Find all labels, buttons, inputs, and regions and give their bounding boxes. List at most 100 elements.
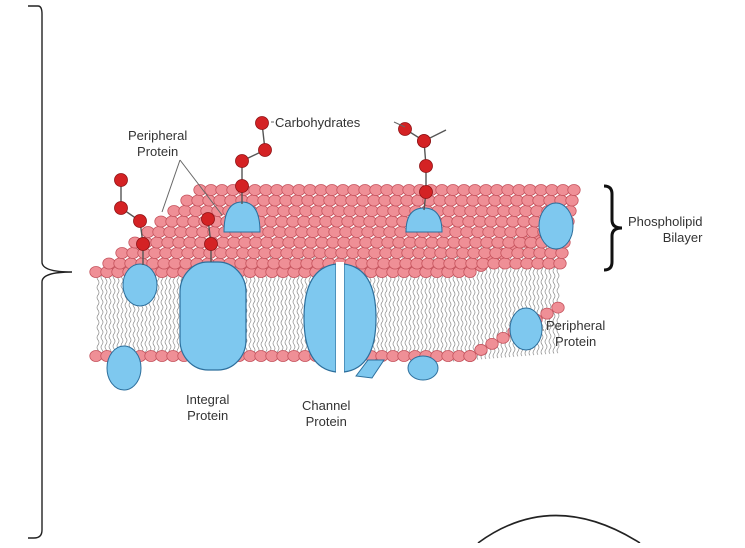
lipid-head bbox=[214, 195, 226, 206]
lipid-head bbox=[480, 185, 492, 196]
lipid-head bbox=[184, 237, 196, 248]
lipid-head bbox=[443, 206, 455, 217]
lipid-head bbox=[369, 248, 381, 259]
lipid-head bbox=[378, 258, 390, 269]
lipid-head bbox=[261, 237, 273, 248]
lipid-head bbox=[518, 216, 530, 227]
lipid-head bbox=[458, 185, 470, 196]
lipid-head bbox=[287, 216, 299, 227]
lipid-head bbox=[282, 185, 294, 196]
lipid-head bbox=[263, 227, 275, 238]
lipid-head bbox=[521, 258, 533, 269]
lipid-head bbox=[516, 227, 528, 238]
lipid-head bbox=[525, 237, 537, 248]
lipid-head bbox=[390, 195, 402, 206]
lipid-head bbox=[434, 195, 446, 206]
lipid-head bbox=[477, 258, 489, 269]
lipid-head bbox=[272, 237, 284, 248]
lipid-head bbox=[300, 206, 312, 217]
lipid-head bbox=[411, 258, 423, 269]
lipid-head bbox=[336, 248, 348, 259]
lipid-head bbox=[340, 227, 352, 238]
lipid-head bbox=[265, 216, 277, 227]
lipid-head bbox=[448, 237, 460, 248]
lipid-head bbox=[205, 185, 217, 196]
lipid-head bbox=[464, 351, 476, 362]
lipid-head bbox=[239, 237, 251, 248]
lipid-head bbox=[322, 206, 334, 217]
lipid-head bbox=[523, 248, 535, 259]
lipid-head bbox=[467, 195, 479, 206]
peripheral-protein-top-line1: Peripheral bbox=[128, 128, 187, 144]
lipid-head bbox=[568, 185, 580, 196]
lipid-head bbox=[389, 258, 401, 269]
lipid-head bbox=[371, 237, 383, 248]
lipid-head bbox=[197, 227, 209, 238]
lipid-head bbox=[380, 248, 392, 259]
lipid-head bbox=[177, 216, 189, 227]
lipid-head bbox=[444, 258, 456, 269]
lipid-head bbox=[402, 248, 414, 259]
lipid-head bbox=[466, 258, 478, 269]
lipid-head bbox=[454, 206, 466, 217]
lipid-head bbox=[337, 185, 349, 196]
lipid-head bbox=[326, 185, 338, 196]
lipid-head bbox=[168, 206, 180, 217]
lipid-head bbox=[269, 195, 281, 206]
right-edge-protein bbox=[539, 203, 573, 249]
lipid-head bbox=[257, 258, 269, 269]
phospholipid-bilayer-label: Phospholipid Bilayer bbox=[628, 214, 702, 246]
lipid-head bbox=[327, 237, 339, 248]
lipid-head bbox=[382, 237, 394, 248]
lipid-head bbox=[527, 227, 539, 238]
lipid-head bbox=[360, 237, 372, 248]
peripheral-protein-right bbox=[510, 308, 542, 350]
lipid-head bbox=[151, 237, 163, 248]
lipid-head bbox=[456, 195, 468, 206]
lipid-head bbox=[116, 248, 128, 259]
lipid-head bbox=[181, 195, 193, 206]
lipid-head bbox=[485, 216, 497, 227]
lipid-head bbox=[387, 351, 399, 362]
lipid-head bbox=[359, 185, 371, 196]
bottom-arc bbox=[478, 516, 640, 544]
lipid-head bbox=[373, 227, 385, 238]
lipid-head bbox=[377, 206, 389, 217]
lipid-head bbox=[426, 237, 438, 248]
lipid-head bbox=[392, 185, 404, 196]
lipid-head bbox=[554, 258, 566, 269]
lipid-head bbox=[188, 216, 200, 227]
lipid-head bbox=[436, 185, 448, 196]
lipid-head bbox=[179, 206, 191, 217]
lipid-head bbox=[338, 237, 350, 248]
lipid-head bbox=[318, 227, 330, 238]
lipid-head bbox=[235, 258, 247, 269]
lipid-head bbox=[388, 206, 400, 217]
lipid-head bbox=[142, 227, 154, 238]
lipid-head bbox=[532, 258, 544, 269]
lipid-head bbox=[271, 185, 283, 196]
lipid-head bbox=[403, 185, 415, 196]
lipid-head bbox=[153, 227, 165, 238]
lipid-head bbox=[487, 206, 499, 217]
lipid-head bbox=[475, 344, 487, 355]
lipid-head bbox=[501, 248, 513, 259]
lipid-head bbox=[450, 227, 462, 238]
carb-chain-right-sugar bbox=[420, 160, 433, 173]
lipid-head bbox=[333, 206, 345, 217]
lipid-head bbox=[280, 195, 292, 206]
carb-chain-left-sugar bbox=[115, 202, 128, 215]
integral-protein-line2: Protein bbox=[186, 408, 229, 424]
peripheral-protein-top-line2: Protein bbox=[128, 144, 187, 160]
lipid-head bbox=[307, 227, 319, 238]
lipid-head bbox=[513, 185, 525, 196]
lipid-head bbox=[303, 248, 315, 259]
lipid-head bbox=[305, 237, 317, 248]
channel-protein-line2: Protein bbox=[302, 414, 350, 430]
lipid-head bbox=[358, 248, 370, 259]
lipid-head bbox=[314, 248, 326, 259]
lipid-head bbox=[249, 185, 261, 196]
lipid-head bbox=[534, 248, 546, 259]
lipid-head bbox=[279, 258, 291, 269]
